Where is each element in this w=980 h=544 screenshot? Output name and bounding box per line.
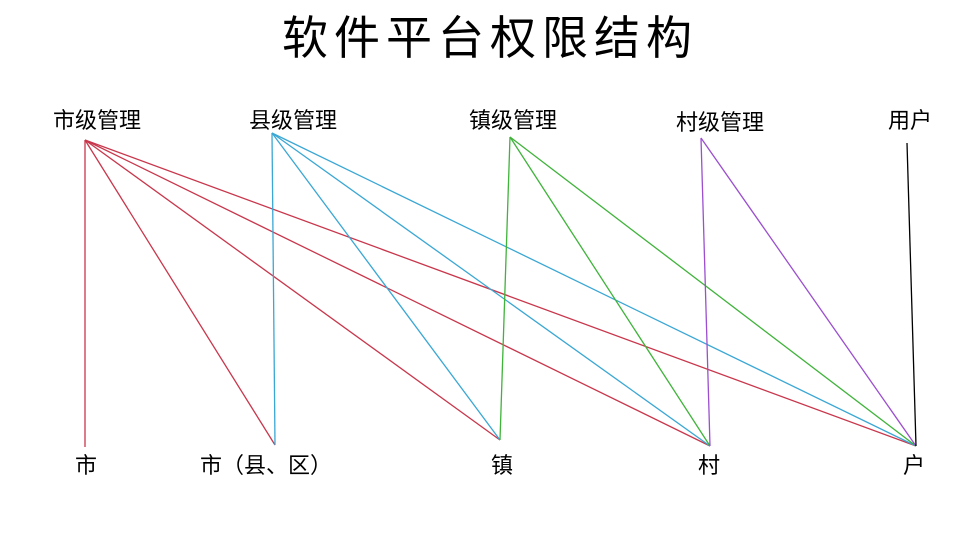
- link-county-admin-to-household: [271, 132, 917, 447]
- role-label-village-admin: 村级管理: [675, 111, 765, 136]
- role-label-user: 用户: [887, 109, 933, 134]
- link-town-admin-to-village: [509, 136, 711, 447]
- link-county-admin-to-village: [271, 132, 711, 447]
- link-county-admin-to-county: [271, 132, 276, 446]
- level-label-county: 市（县、区）: [199, 454, 333, 479]
- level-label-town: 镇: [490, 454, 514, 479]
- level-label-village: 村: [697, 454, 721, 479]
- link-county-admin-to-town: [271, 132, 501, 441]
- diagram-title: 软件平台权限结构: [282, 11, 698, 65]
- link-city-admin-to-town: [84, 139, 501, 441]
- link-town-admin-to-household: [509, 136, 917, 447]
- link-city-admin-to-household: [84, 139, 917, 447]
- link-city-admin-to-village: [84, 139, 711, 447]
- link-town-admin-to-town: [499, 136, 511, 441]
- role-label-town-admin: 镇级管理: [468, 109, 558, 134]
- level-label-household: 户: [902, 454, 926, 479]
- link-village-admin-to-village: [700, 137, 711, 447]
- link-city-admin-to-county: [84, 139, 276, 446]
- role-label-city-admin: 市级管理: [52, 109, 142, 134]
- link-user-to-household: [906, 142, 917, 447]
- link-village-admin-to-household: [700, 137, 917, 447]
- level-label-city: 市: [74, 454, 98, 479]
- role-label-county-admin: 县级管理: [248, 109, 338, 134]
